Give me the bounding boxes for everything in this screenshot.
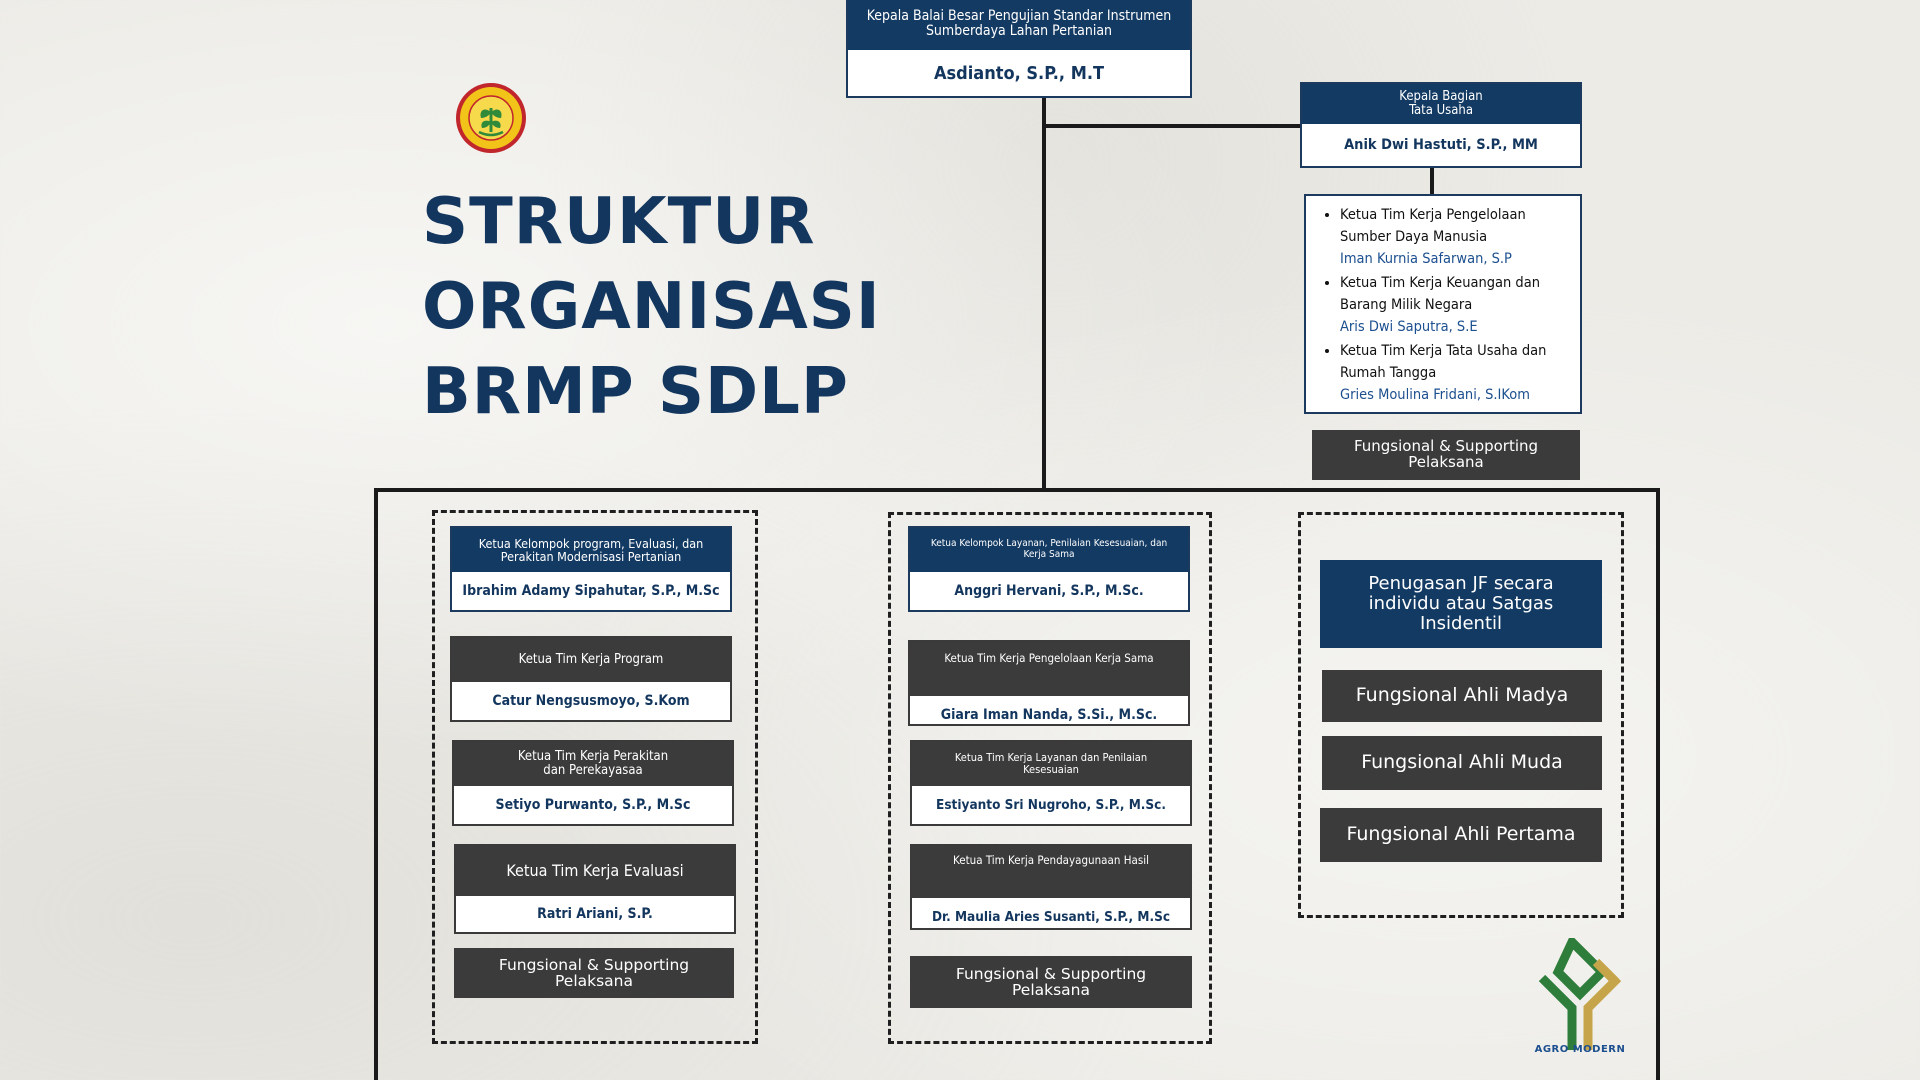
title-line-1: STRUKTUR <box>422 185 816 259</box>
group2-team-box-layanan: Ketua Tim Kerja Layanan dan Penilaian Ke… <box>910 740 1192 826</box>
group1-leader-box: Ketua Kelompok program, Evaluasi, dan Pe… <box>450 526 732 612</box>
head-name: Asdianto, S.P., M.T <box>933 62 1105 84</box>
team-leader-name: Gries Moulina Fridani, S.IKom <box>1340 387 1530 403</box>
team-leader-name: Aris Dwi Saputra, S.E <box>1340 319 1478 335</box>
head-role: Kepala Balai Besar Pengujian Standar Ins… <box>848 0 1190 50</box>
team-role: Ketua Tim Kerja Pengelolaan Sumber Daya … <box>1340 207 1526 245</box>
team-leader-name: Giara Iman Nanda, S.Si., M.Sc. <box>940 707 1158 723</box>
group1-leader-role: Ketua Kelompok program, Evaluasi, dan Pe… <box>452 528 730 572</box>
team-leader-name: Estiyanto Sri Nugroho, S.P., M.Sc. <box>936 797 1166 813</box>
group2-leader-role: Ketua Kelompok Layanan, Penilaian Kesesu… <box>910 528 1188 572</box>
team-leader-name: Dr. Maulia Aries Susanti, S.P., M.Sc <box>931 909 1171 925</box>
team-role: Ketua Tim Kerja Pendayagunaan Hasil <box>912 846 1190 898</box>
head-box: Kepala Balai Besar Pengujian Standar Ins… <box>846 0 1192 98</box>
agro-modern-label: AGRO MODERN <box>1534 1044 1626 1055</box>
page-title: STRUKTUR ORGANISASI BRMP SDLP <box>422 180 942 435</box>
ministry-seal-logo <box>456 83 526 153</box>
group2-frame <box>888 512 1212 1044</box>
connector-head-to-tu <box>1042 124 1300 128</box>
tata-usaha-name: Anik Dwi Hastuti, S.P., MM <box>1344 137 1538 153</box>
team-role: Ketua Tim Kerja Keuangan dan Barang Mili… <box>1340 275 1540 313</box>
group2-team-box-kerja-sama: Ketua Tim Kerja Pengelolaan Kerja Sama G… <box>908 640 1190 726</box>
team-role: Ketua Tim Kerja Evaluasi <box>456 846 734 896</box>
tata-usaha-role-line2: Tata Usaha <box>1408 103 1474 118</box>
team-role: Ketua Tim Kerja Program <box>452 638 730 682</box>
group1-team-box-perakitan: Ketua Tim Kerja Perakitan dan Perekayasa… <box>452 740 734 826</box>
team-role: Ketua Tim Kerja Layanan dan Penilaian Ke… <box>912 742 1190 786</box>
connector-tu-to-list <box>1430 166 1434 196</box>
list-item: Ketua Tim Kerja Keuangan dan Barang Mili… <box>1340 272 1574 338</box>
group3-level-pertama: Fungsional Ahli Pertama <box>1320 808 1602 862</box>
tata-usaha-role-line1: Kepala Bagian <box>1399 88 1483 104</box>
group1-support-box: Fungsional & Supporting Pelaksana <box>454 948 734 998</box>
group2-leader-name: Anggri Hervani, S.P., M.Sc. <box>954 583 1144 599</box>
team-role: Ketua Tim Kerja Tata Usaha dan Rumah Tan… <box>1340 343 1547 381</box>
group2-leader-box: Ketua Kelompok Layanan, Penilaian Kesesu… <box>908 526 1190 612</box>
group1-team-box-evaluasi: Ketua Tim Kerja Evaluasi Ratri Ariani, S… <box>454 844 736 934</box>
tata-usaha-box: Kepala Bagian Tata Usaha Anik Dwi Hastut… <box>1300 82 1582 168</box>
group2-support-box: Fungsional & Supporting Pelaksana <box>910 956 1192 1008</box>
tata-usaha-role: Kepala Bagian Tata Usaha <box>1302 84 1580 124</box>
group1-team-box-program: Ketua Tim Kerja Program Catur Nengsusmoy… <box>450 636 732 722</box>
title-line-2: ORGANISASI <box>422 270 881 344</box>
group2-team-box-pendayagunaan: Ketua Tim Kerja Pendayagunaan Hasil Dr. … <box>910 844 1192 930</box>
team-leader-name: Ratri Ariani, S.P. <box>537 906 653 922</box>
group1-leader-name: Ibrahim Adamy Sipahutar, S.P., M.Sc <box>462 583 720 599</box>
group1-frame <box>432 510 758 1044</box>
team-role: Ketua Tim Kerja Perakitan dan Perekayasa… <box>454 742 732 786</box>
group3-frame <box>1298 512 1624 918</box>
list-item: Ketua Tim Kerja Tata Usaha dan Rumah Tan… <box>1340 340 1574 406</box>
team-leader-name: Setiyo Purwanto, S.P., M.Sc <box>495 797 691 813</box>
team-leader-name: Iman Kurnia Safarwan, S.P <box>1340 251 1512 267</box>
team-leader-name: Catur Nengsusmoyo, S.Kom <box>492 693 690 709</box>
group3-level-madya: Fungsional Ahli Madya <box>1322 670 1602 722</box>
group3-assignment-box: Penugasan JF secara individu atau Satgas… <box>1320 560 1602 648</box>
team-role: Ketua Tim Kerja Pengelolaan Kerja Sama <box>910 642 1188 696</box>
connector-head-vertical <box>1042 96 1046 490</box>
tata-usaha-team-list: Ketua Tim Kerja Pengelolaan Sumber Daya … <box>1304 194 1582 414</box>
agro-modern-logo <box>1538 938 1622 1050</box>
group3-level-muda: Fungsional Ahli Muda <box>1322 736 1602 790</box>
units-frame <box>374 488 1660 1080</box>
tata-usaha-support-box: Fungsional & Supporting Pelaksana <box>1312 430 1580 480</box>
list-item: Ketua Tim Kerja Pengelolaan Sumber Daya … <box>1340 204 1574 270</box>
title-line-3: BRMP SDLP <box>422 355 849 429</box>
